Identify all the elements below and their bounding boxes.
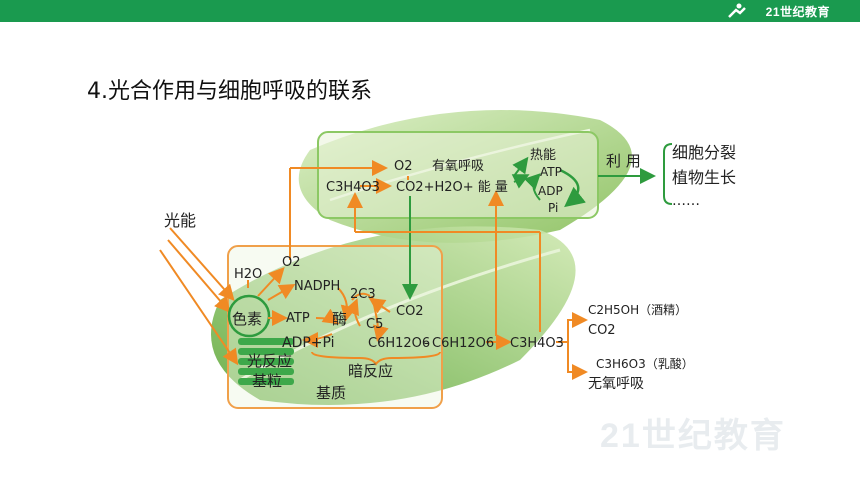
use-cell-division: 细胞分裂 [672, 143, 736, 162]
atp2-label: ATP [540, 165, 562, 179]
grana-label: 基粒 [252, 372, 282, 390]
watermark: 21世纪教育 [600, 417, 786, 455]
pi2-label: Pi [548, 201, 558, 215]
glucose-label-2: C6H12O6 [432, 336, 494, 351]
pyruvate-label: C3H4O3 [510, 336, 564, 351]
c3-label: 2C3 [350, 287, 376, 302]
light-reaction-label: 光反应 [247, 352, 292, 370]
pigment-circle [227, 294, 271, 338]
logo-icon [728, 3, 746, 18]
adp-pi-label: ADP+Pi [282, 335, 335, 351]
ethanol-label: C2H5OH（酒精） [588, 303, 687, 317]
adp2-label: ADP [538, 184, 563, 198]
co2-dark-label: CO2 [396, 304, 424, 319]
use-plant-growth: 植物生长 [672, 168, 736, 187]
aerobic-eq-right: CO2+H2O+ 能 量 [396, 180, 508, 195]
lactic-label: C3H6O3（乳酸） [596, 356, 694, 371]
aerobic-label: 有氧呼吸 [432, 159, 484, 174]
nadph-label: NADPH [294, 279, 340, 294]
o2-light-label: O2 [282, 255, 301, 270]
light-energy-label: 光能 [164, 211, 196, 230]
logo-text: 21世纪教育 [765, 5, 830, 19]
header-bar [0, 0, 860, 22]
h2o-label: H2O [234, 267, 262, 282]
use-ellipsis: …… [672, 193, 700, 209]
co2-anaerobic-label: CO2 [588, 323, 616, 338]
anaerobic-label: 无氧呼吸 [588, 376, 644, 392]
atp-label: ATP [286, 311, 310, 326]
leaf-lower [211, 226, 576, 405]
page-title: 4.光合作用与细胞呼吸的联系 [87, 79, 372, 104]
use-label: 利 用 [606, 152, 641, 170]
aerobic-eq-left: C3H4O3 [326, 180, 380, 195]
c5-label: C5 [366, 317, 383, 332]
enzyme-label: 酶 [332, 310, 347, 328]
pigment-label: 色素 [232, 310, 262, 328]
glucose-label: C6H12O6 [368, 336, 430, 351]
dark-reaction-label: 暗反应 [348, 362, 393, 380]
heat-label: 热能 [530, 148, 556, 163]
aerobic-o2-label: O2 [394, 159, 413, 174]
stroma-label: 基质 [316, 384, 346, 402]
glucose-dash: - [424, 336, 429, 351]
